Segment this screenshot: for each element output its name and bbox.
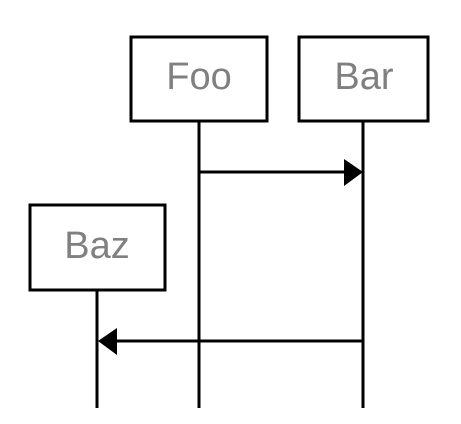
message-bar-to-baz xyxy=(98,328,363,355)
participant-label-baz: Baz xyxy=(64,225,129,267)
participant-box xyxy=(28,203,167,292)
arrowhead-left-icon xyxy=(98,328,117,355)
participant-label-bar: Bar xyxy=(334,56,393,98)
participant-bar: Bar xyxy=(297,35,430,123)
participant-box xyxy=(129,35,269,123)
participant-label-foo: Foo xyxy=(166,56,231,98)
arrowhead-right-icon xyxy=(344,159,363,186)
participant-foo: Foo xyxy=(129,35,269,123)
participant-baz: Baz xyxy=(28,203,167,292)
participant-box xyxy=(297,35,430,123)
message-foo-to-bar xyxy=(199,159,363,186)
